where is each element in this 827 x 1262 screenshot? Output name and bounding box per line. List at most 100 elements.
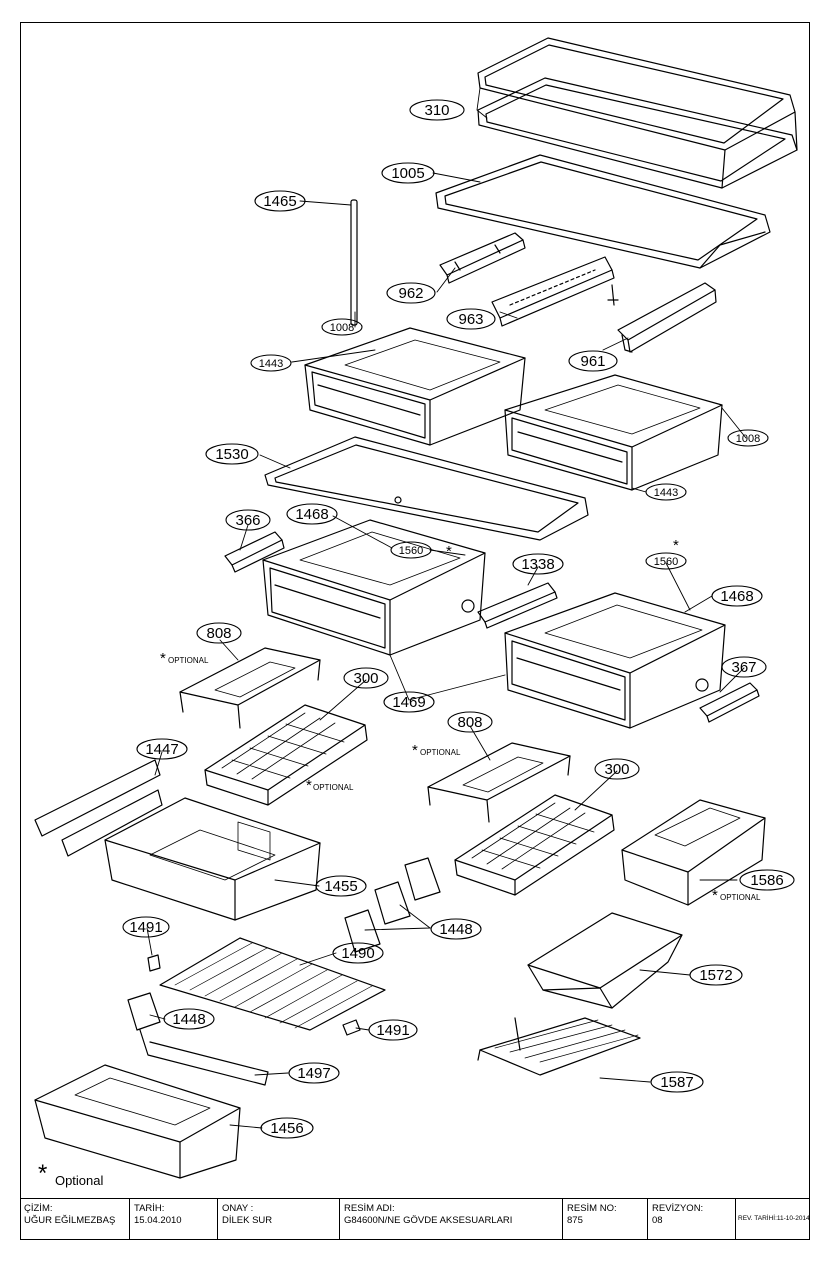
callout-1008-right: 1008 bbox=[727, 429, 769, 447]
svg-text:*: * bbox=[446, 543, 452, 560]
callout-1586: 1586 bbox=[739, 869, 795, 891]
tb-resim-no: RESİM NO: 875 bbox=[563, 1199, 648, 1240]
callout-1560-right: 1560 bbox=[645, 552, 687, 570]
svg-text:1468: 1468 bbox=[720, 588, 753, 605]
svg-text:*: * bbox=[673, 537, 679, 554]
drawing-frame bbox=[20, 22, 810, 1240]
tb-tarih: TARİH: 15.04.2010 bbox=[130, 1199, 218, 1240]
part-1443-drawer-right bbox=[504, 374, 723, 491]
part-1338-bracket bbox=[461, 582, 558, 629]
callout-808-left: 808 bbox=[196, 622, 242, 644]
leader-lines bbox=[146, 87, 747, 1129]
part-366-bracket bbox=[224, 531, 285, 573]
tb-cizim-label: ÇİZİM: bbox=[24, 1203, 53, 1214]
callout-1468-right: 1468 bbox=[711, 585, 763, 607]
svg-text:1338: 1338 bbox=[521, 556, 554, 573]
callout-1448-left: 1448 bbox=[163, 1008, 215, 1030]
tb-resim-no-value: 875 bbox=[567, 1215, 583, 1226]
callout-1491-left: 1491 bbox=[122, 916, 170, 938]
callout-366: 366 bbox=[225, 509, 271, 531]
callout-962: 962 bbox=[386, 282, 436, 304]
svg-text:1530: 1530 bbox=[215, 446, 248, 463]
callout-labels: 310 1005 1465 962 963 1008 961 1443 1008… bbox=[122, 99, 795, 1139]
optional-legend: * Optional bbox=[38, 1160, 103, 1188]
svg-text:1560: 1560 bbox=[399, 545, 423, 557]
part-808-cover-left bbox=[179, 647, 321, 729]
callout-1008-top: 1008 bbox=[321, 318, 363, 336]
callout-300-right: 300 bbox=[594, 758, 640, 780]
tb-onay: ONAY : DİLEK SUR bbox=[218, 1199, 340, 1240]
callout-1468-left: 1468 bbox=[286, 503, 338, 525]
tb-revizyon-value: 08 bbox=[652, 1215, 663, 1226]
callout-1469: 1469 bbox=[383, 691, 435, 713]
callout-1491-right: 1491 bbox=[368, 1019, 418, 1041]
svg-text:367: 367 bbox=[731, 659, 756, 676]
svg-text:963: 963 bbox=[458, 311, 483, 328]
part-1497-rail bbox=[139, 1029, 269, 1086]
callout-963: 963 bbox=[446, 308, 496, 330]
tb-onay-label: ONAY : bbox=[222, 1203, 254, 1214]
part-1587-rack bbox=[477, 1017, 641, 1076]
svg-text:1490: 1490 bbox=[341, 945, 374, 962]
svg-text:OPTIONAL: OPTIONAL bbox=[720, 893, 761, 902]
svg-text:*: * bbox=[712, 887, 718, 904]
part-1443-drawer-left bbox=[304, 327, 526, 446]
svg-text:1465: 1465 bbox=[263, 193, 296, 210]
part-1465-rod bbox=[350, 199, 358, 326]
part-1468-drawer-right bbox=[504, 592, 726, 729]
part-1005-shelf-frame bbox=[435, 154, 771, 269]
tb-resim-adi: RESİM ADI: G84600N/NE GÖVDE AKSESUARLARI bbox=[340, 1199, 563, 1240]
callout-1530: 1530 bbox=[205, 443, 259, 465]
svg-text:*: * bbox=[412, 742, 418, 759]
svg-text:1447: 1447 bbox=[145, 741, 178, 758]
tb-resim-adi-label: RESİM ADI: bbox=[344, 1203, 395, 1214]
svg-text:1586: 1586 bbox=[750, 872, 783, 889]
svg-text:1468: 1468 bbox=[295, 506, 328, 523]
tb-rev-tarih: REV. TARİHİ:11-10-2014 bbox=[736, 1199, 810, 1240]
svg-text:1497: 1497 bbox=[297, 1065, 330, 1082]
tb-tarih-value: 15.04.2010 bbox=[134, 1215, 182, 1226]
svg-text:1491: 1491 bbox=[129, 919, 162, 936]
svg-text:1456: 1456 bbox=[270, 1120, 303, 1137]
svg-text:1005: 1005 bbox=[391, 165, 424, 182]
part-1447-divider bbox=[34, 759, 163, 857]
svg-text:1560: 1560 bbox=[654, 556, 678, 568]
svg-text:OPTIONAL: OPTIONAL bbox=[168, 656, 209, 665]
svg-text:OPTIONAL: OPTIONAL bbox=[313, 783, 354, 792]
part-961-rail bbox=[617, 282, 717, 353]
part-1491-clips bbox=[147, 954, 361, 1036]
svg-text:300: 300 bbox=[353, 670, 378, 687]
tb-tarih-label: TARİH: bbox=[134, 1203, 165, 1214]
callout-1456: 1456 bbox=[260, 1117, 314, 1139]
tb-cizim: ÇİZİM: UĞUR EĞİLMEZBAŞ bbox=[20, 1199, 130, 1240]
callout-1497: 1497 bbox=[288, 1062, 340, 1084]
asterisk-icon: * bbox=[38, 1160, 48, 1187]
tb-resim-adi-value: G84600N/NE GÖVDE AKSESUARLARI bbox=[344, 1215, 513, 1226]
svg-text:*: * bbox=[306, 777, 312, 794]
svg-text:1469: 1469 bbox=[392, 694, 425, 711]
svg-text:300: 300 bbox=[604, 761, 629, 778]
tb-cizim-value: UĞUR EĞİLMEZBAŞ bbox=[24, 1215, 116, 1226]
part-310-glass-shelves bbox=[477, 37, 798, 189]
svg-text:1008: 1008 bbox=[330, 322, 354, 334]
callout-1587: 1587 bbox=[650, 1071, 704, 1093]
tb-onay-value: DİLEK SUR bbox=[222, 1215, 273, 1226]
callout-1443-upper: 1443 bbox=[250, 354, 292, 372]
callout-367: 367 bbox=[721, 656, 767, 678]
callout-1447: 1447 bbox=[136, 738, 188, 760]
part-1530-glass-shelf bbox=[264, 436, 589, 541]
svg-text:1491: 1491 bbox=[376, 1022, 409, 1039]
callout-1005: 1005 bbox=[381, 162, 435, 184]
svg-text:1572: 1572 bbox=[699, 967, 732, 984]
svg-text:1448: 1448 bbox=[172, 1011, 205, 1028]
callout-1560-left: 1560 bbox=[390, 541, 432, 559]
legend-text: Optional bbox=[54, 1173, 104, 1188]
svg-text:962: 962 bbox=[398, 285, 423, 302]
svg-text:808: 808 bbox=[206, 625, 231, 642]
part-1586-module bbox=[621, 799, 766, 906]
title-block: ÇİZİM: UĞUR EĞİLMEZBAŞ TARİH: 15.04.2010… bbox=[20, 1198, 810, 1240]
callout-310: 310 bbox=[409, 99, 465, 121]
part-1490-grille bbox=[159, 937, 386, 1031]
callout-1465: 1465 bbox=[254, 190, 306, 212]
tb-revizyon: REVİZYON: 08 bbox=[648, 1199, 736, 1240]
